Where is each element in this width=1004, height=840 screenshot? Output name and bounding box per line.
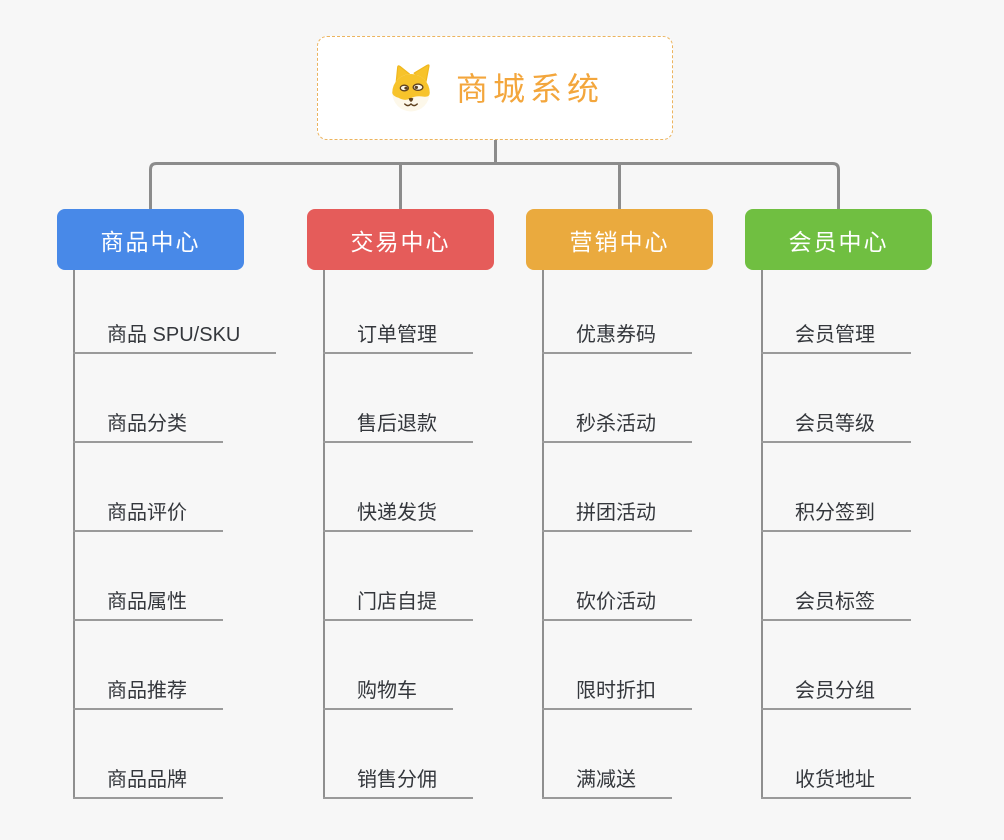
subtopic-label: 砍价活动 bbox=[576, 591, 656, 613]
subtopic-label: 订单管理 bbox=[357, 324, 437, 346]
subtopic-label: 售后退款 bbox=[357, 413, 437, 435]
branch-topic-label: 交易中心 bbox=[350, 228, 451, 255]
subtopic[interactable]: 积分签到 bbox=[761, 490, 911, 532]
subtopic-label: 会员等级 bbox=[795, 413, 875, 435]
branch-column-products: 商品中心 商品 SPU/SKU 商品分类 商品评价 商品属性 商品推荐 商品品牌 bbox=[57, 0, 317, 840]
subtopic-label: 销售分佣 bbox=[357, 769, 437, 791]
subtopic-label: 积分签到 bbox=[795, 502, 875, 524]
subtopic[interactable]: 会员分组 bbox=[761, 668, 911, 710]
branch-topic-members[interactable]: 会员中心 bbox=[745, 209, 932, 270]
subtopic-label: 商品推荐 bbox=[107, 680, 187, 702]
subtopic[interactable]: 拼团活动 bbox=[542, 490, 692, 532]
subtopic[interactable]: 商品评价 bbox=[73, 490, 223, 532]
subtopic[interactable]: 商品分类 bbox=[73, 401, 223, 443]
subtopic[interactable]: 售后退款 bbox=[323, 401, 473, 443]
branch-child-line bbox=[73, 270, 75, 799]
subtopic-label: 满减送 bbox=[576, 769, 636, 791]
subtopic-label: 商品 SPU/SKU bbox=[107, 324, 241, 346]
subtopic[interactable]: 门店自提 bbox=[323, 579, 473, 621]
branch-child-line bbox=[761, 270, 763, 799]
subtopic[interactable]: 优惠券码 bbox=[542, 312, 692, 354]
subtopic-label: 会员管理 bbox=[795, 324, 875, 346]
branch-topic-trade[interactable]: 交易中心 bbox=[307, 209, 494, 270]
subtopic[interactable]: 快递发货 bbox=[323, 490, 473, 532]
branch-column-members: 会员中心 会员管理 会员等级 积分签到 会员标签 会员分组 收货地址 bbox=[745, 0, 1004, 840]
subtopic-label: 门店自提 bbox=[357, 591, 437, 613]
subtopic[interactable]: 秒杀活动 bbox=[542, 401, 692, 443]
branch-child-line bbox=[323, 270, 325, 799]
root-topic-title: 商城系统 bbox=[455, 71, 604, 107]
branch-topic-marketing[interactable]: 营销中心 bbox=[526, 209, 713, 270]
subtopic[interactable]: 商品推荐 bbox=[73, 668, 223, 710]
subtopic[interactable]: 商品属性 bbox=[73, 579, 223, 621]
branch-column-marketing: 营销中心 优惠券码 秒杀活动 拼团活动 砍价活动 限时折扣 满减送 bbox=[526, 0, 786, 840]
subtopic[interactable]: 收货地址 bbox=[761, 757, 911, 799]
subtopic[interactable]: 砍价活动 bbox=[542, 579, 692, 621]
subtopic-label: 会员分组 bbox=[795, 680, 875, 702]
subtopic[interactable]: 商品品牌 bbox=[73, 757, 223, 799]
subtopic-label: 商品评价 bbox=[107, 502, 187, 524]
subtopic-label: 限时折扣 bbox=[576, 680, 656, 702]
root-topic[interactable]: 商城系统 bbox=[317, 36, 673, 140]
shiba-dog-icon bbox=[392, 64, 430, 112]
subtopic-label: 拼团活动 bbox=[576, 502, 656, 524]
subtopic[interactable]: 会员等级 bbox=[761, 401, 911, 443]
subtopic-label: 快递发货 bbox=[357, 502, 437, 524]
branch-topic-label: 营销中心 bbox=[569, 228, 670, 255]
subtopic[interactable]: 会员管理 bbox=[761, 312, 911, 354]
branch-topic-label: 商品中心 bbox=[100, 228, 201, 255]
subtopic-label: 商品分类 bbox=[107, 413, 187, 435]
subtopic[interactable]: 限时折扣 bbox=[542, 668, 692, 710]
subtopic[interactable]: 会员标签 bbox=[761, 579, 911, 621]
subtopic-label: 会员标签 bbox=[795, 591, 875, 613]
subtopic[interactable]: 满减送 bbox=[542, 757, 672, 799]
branch-child-line bbox=[542, 270, 544, 799]
subtopic-label: 商品属性 bbox=[107, 591, 187, 613]
branch-topic-label: 会员中心 bbox=[788, 228, 889, 255]
subtopic-label: 收货地址 bbox=[795, 769, 875, 791]
subtopic[interactable]: 订单管理 bbox=[323, 312, 473, 354]
subtopic-label: 购物车 bbox=[357, 680, 417, 702]
branch-column-trade: 交易中心 订单管理 售后退款 快递发货 门店自提 购物车 销售分佣 bbox=[307, 0, 567, 840]
subtopic[interactable]: 购物车 bbox=[323, 668, 453, 710]
branch-topic-products[interactable]: 商品中心 bbox=[57, 209, 244, 270]
subtopic[interactable]: 销售分佣 bbox=[323, 757, 473, 799]
subtopic-label: 秒杀活动 bbox=[576, 413, 656, 435]
subtopic-label: 商品品牌 bbox=[107, 769, 187, 791]
subtopic-label: 优惠券码 bbox=[576, 324, 656, 346]
subtopic[interactable]: 商品 SPU/SKU bbox=[73, 312, 277, 354]
